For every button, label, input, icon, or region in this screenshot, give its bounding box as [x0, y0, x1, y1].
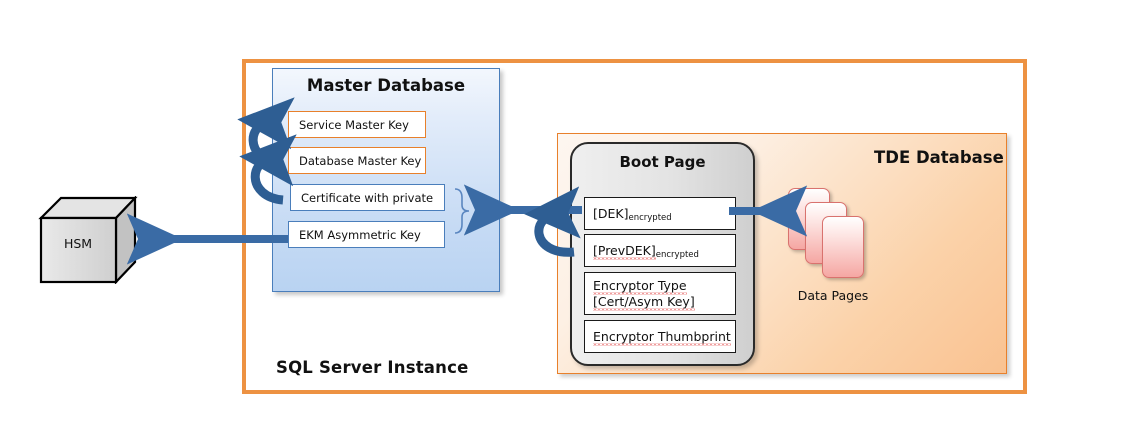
dek-subscript: encrypted [628, 212, 672, 223]
hsm-cube-icon [38, 195, 138, 285]
prevdek-label: [PrevDEK] [593, 242, 656, 258]
key-label: Certificate with private [301, 190, 434, 205]
key-box-database-master-key: Database Master Key [288, 147, 426, 174]
boot-page-row-dek: [DEK]encrypted [584, 197, 736, 230]
data-page-card [822, 216, 864, 278]
master-database-title: Master Database [306, 76, 466, 95]
dek-label: [DEK] [593, 205, 629, 221]
encryptor-thumbprint-label: Encryptor Thumbprint [593, 328, 731, 344]
cert-asym-key-label: [Cert/Asym Key] [593, 293, 695, 309]
boot-page-title: Boot Page [619, 153, 706, 171]
encryptor-type-line2: [Cert/Asym Key] [593, 293, 735, 310]
data-pages-label: Data Pages [797, 288, 869, 303]
encryptor-type-label: Encryptor Type [593, 277, 687, 293]
boot-page-row-prevdek: [PrevDEK]encrypted [584, 234, 736, 267]
key-label: Service Master Key [299, 117, 409, 132]
key-box-ekm-asymmetric-key: EKM Asymmetric Key [288, 221, 445, 248]
prevdek-subscript: encrypted [655, 249, 699, 260]
boot-page-row-encryptor-type: Encryptor Type [Cert/Asym Key] [584, 272, 736, 315]
key-box-certificate-with-private: Certificate with private [290, 184, 445, 211]
tde-database-title: TDE Database [874, 148, 1004, 167]
key-label: EKM Asymmetric Key [299, 227, 421, 242]
key-label: Database Master Key [299, 153, 422, 168]
boot-page-row-encryptor-thumbprint: Encryptor Thumbprint [584, 320, 736, 353]
boot-page-row-thumbprint-text: Encryptor Thumbprint [593, 328, 735, 345]
master-database-panel: Master Database Service Master Key Datab… [272, 68, 500, 292]
data-pages-stack [788, 188, 870, 280]
boot-page-row-prevdek-text: [PrevDEK]encrypted [593, 242, 735, 260]
sql-server-instance-label: SQL Server Instance [276, 358, 469, 377]
encryptor-type-line1: Encryptor Type [593, 277, 735, 294]
key-box-service-master-key: Service Master Key [288, 111, 426, 138]
hsm-label: HSM [63, 236, 93, 251]
hsm-cube: HSM [38, 195, 138, 285]
boot-page-panel: Boot Page [DEK]encrypted [PrevDEK]encryp… [570, 142, 755, 366]
boot-page-row-dek-text: [DEK]encrypted [593, 205, 735, 223]
